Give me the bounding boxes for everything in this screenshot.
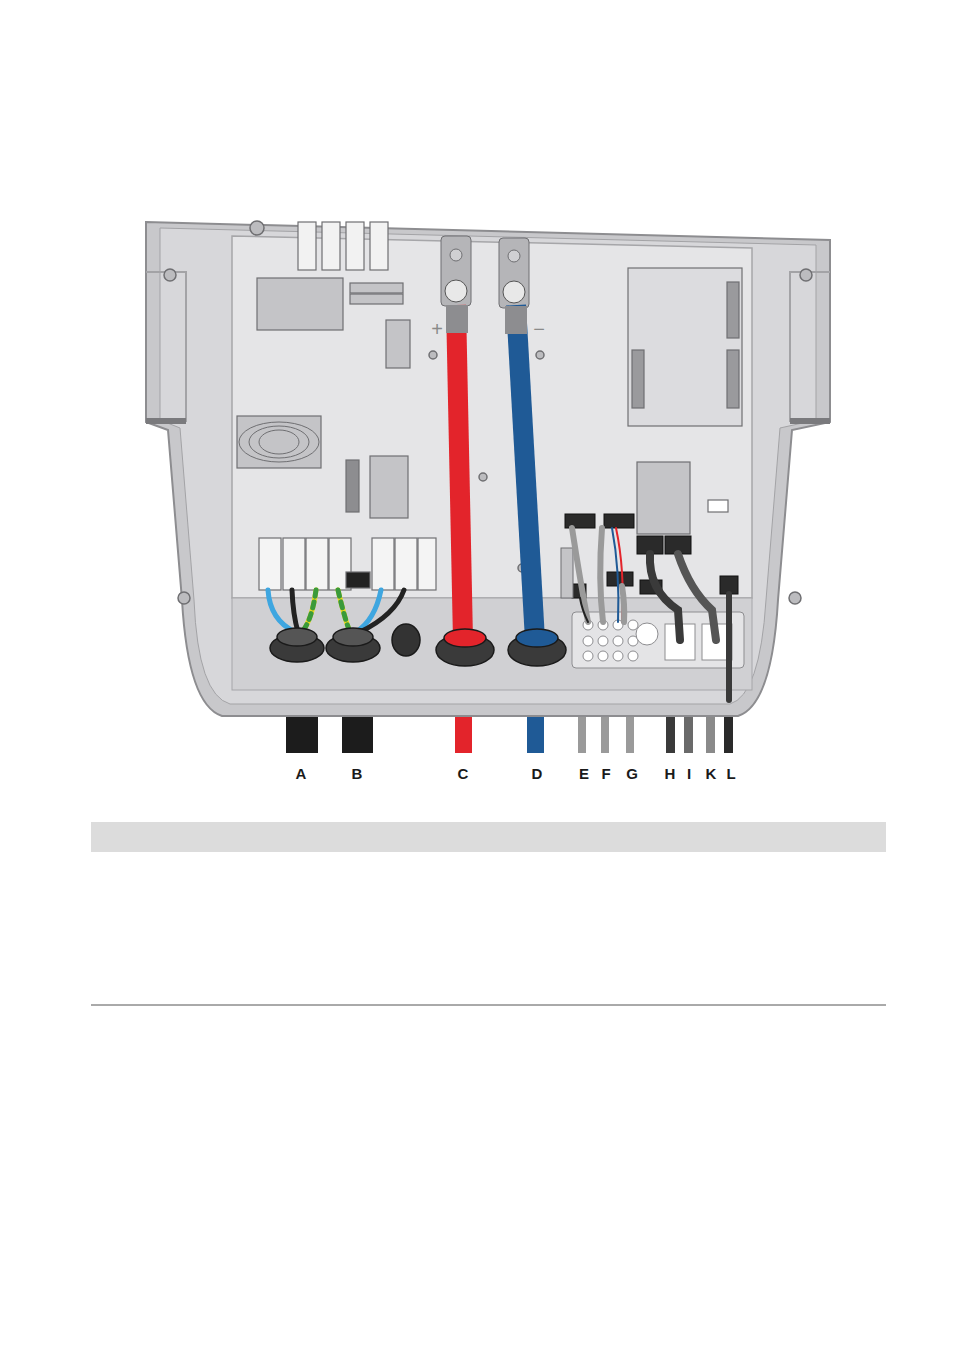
- cable-glands: [270, 624, 566, 666]
- cable-letter: K: [706, 765, 717, 783]
- housing: [146, 222, 830, 716]
- cable-letter: L: [726, 765, 735, 783]
- cable-letter: F: [601, 765, 610, 783]
- cable-letter: H: [665, 765, 676, 783]
- cable-letter: I: [687, 765, 691, 783]
- screws: [164, 221, 812, 604]
- cable-letter: E: [579, 765, 589, 783]
- cable-letter: D: [532, 765, 543, 783]
- cable-letter: A: [296, 765, 307, 783]
- board-panel: [232, 236, 752, 598]
- cable-letter: G: [626, 765, 638, 783]
- polarity-mark: +: [431, 320, 443, 338]
- table-rule: [91, 1005, 886, 1006]
- cable-letter: B: [352, 765, 363, 783]
- board-components: [237, 268, 742, 534]
- signal-cable-plate: [561, 514, 744, 700]
- polarity-mark: −: [533, 320, 545, 338]
- ac-terminals: [259, 538, 436, 590]
- dc-cables: [441, 236, 535, 640]
- cable-letter: C: [458, 765, 469, 783]
- table-header-bar: [91, 822, 886, 852]
